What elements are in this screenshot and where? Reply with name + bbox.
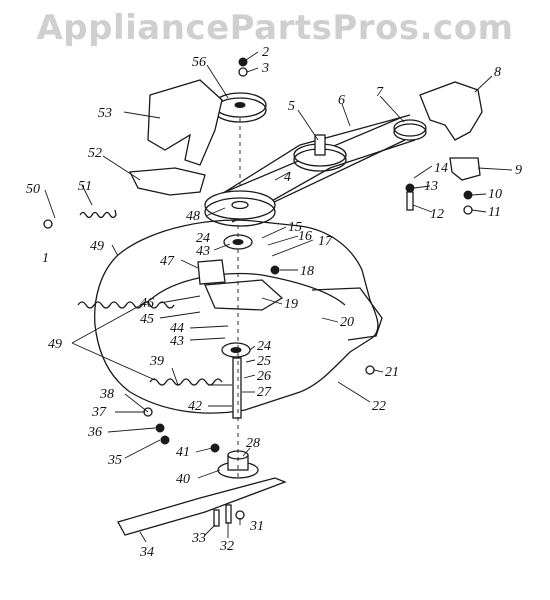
washer-31: [235, 510, 245, 520]
callout-16: 16: [298, 229, 312, 244]
callout-labels: 2 3 56 53 5 6 7 8 9 52 51 50 14 13 12 10…: [26, 45, 522, 560]
callout-55: 56: [192, 55, 206, 70]
callout-43-lower: 43: [170, 334, 184, 349]
deck-inner-rim: [149, 272, 346, 306]
pulley-5: [293, 134, 347, 172]
callout-45: 45: [140, 312, 154, 327]
callout-50: 49: [90, 239, 104, 254]
spring-49-upper: [77, 301, 175, 309]
nut-41: [210, 443, 220, 453]
nut-2: [238, 57, 248, 67]
callout-38: 38: [99, 387, 114, 402]
deck-housing: [94, 219, 379, 414]
callout-24-upper: 24: [196, 231, 210, 246]
nut-13: [405, 183, 415, 193]
pulley-48: [204, 190, 276, 227]
bracket-47: [197, 259, 226, 285]
callout-21: 21: [385, 365, 399, 380]
bearing-24-lower: [221, 342, 251, 358]
nut-35: [160, 435, 170, 445]
callout-11: 11: [488, 205, 501, 220]
callout-47: 47: [160, 254, 175, 269]
nut-10: [463, 190, 473, 200]
callout-51: 50: [26, 182, 40, 197]
washer-11: [463, 205, 473, 215]
callout-10: 10: [488, 187, 502, 202]
callout-53: 52: [88, 146, 102, 161]
callout-22: 22: [372, 399, 386, 414]
bracket-53: [128, 167, 206, 196]
callout-5: 5: [288, 99, 295, 114]
callout-7: 7: [376, 85, 384, 100]
pulley-7: [393, 119, 427, 141]
callout-49: 49: [48, 337, 62, 352]
bracket-8: [419, 81, 483, 141]
callout-31: 31: [249, 519, 264, 534]
callout-1: 1: [42, 251, 49, 266]
bracket-54: [147, 79, 223, 166]
callout-54: 53: [98, 106, 112, 121]
plate-19: [204, 279, 284, 311]
blade-34: [117, 477, 287, 536]
callout-40: 40: [176, 472, 190, 487]
washer-3: [238, 67, 248, 77]
callout-13: 13: [424, 179, 438, 194]
callout-24-lower: 24: [257, 339, 271, 354]
callout-19: 19: [284, 297, 298, 312]
callout-4: 4: [284, 170, 291, 185]
spindle-shaft: [232, 357, 242, 419]
callout-28: 28: [246, 436, 260, 451]
spindle-housing-28: [217, 450, 259, 479]
leader-lines: [44, 51, 513, 543]
pulley-55: [213, 92, 267, 123]
callout-46: 46: [140, 296, 154, 311]
deck-side-wall: [311, 287, 383, 341]
callout-34: 34: [139, 545, 154, 560]
nut-18: [270, 265, 280, 275]
callout-44: 44: [170, 321, 184, 336]
callout-8: 8: [494, 65, 501, 80]
center-axis: [237, 118, 241, 480]
callout-42: 42: [188, 399, 202, 414]
spring-52: [79, 209, 117, 219]
callout-14: 14: [434, 161, 448, 176]
callout-52: 51: [78, 179, 92, 194]
callout-12: 12: [430, 207, 444, 222]
callout-2: 2: [262, 45, 269, 60]
callout-39: 39: [149, 354, 164, 369]
callout-41: 41: [176, 445, 190, 460]
callout-20: 20: [340, 315, 354, 330]
nut-36: [155, 423, 165, 433]
callout-32: 32: [219, 539, 234, 554]
callout-37: 37: [91, 405, 107, 420]
callout-15: 15: [288, 220, 302, 235]
callout-43-upper: 43: [196, 244, 210, 259]
callout-17: 17: [318, 234, 333, 249]
callout-35: 35: [107, 453, 122, 468]
callout-9: 9: [515, 163, 522, 178]
callout-18: 18: [300, 264, 314, 279]
callout-36: 36: [87, 425, 102, 440]
callout-3: 3: [261, 61, 269, 76]
pin-1: [43, 219, 53, 229]
callout-6: 6: [338, 93, 345, 108]
bolt-33: [213, 509, 220, 527]
callout-33: 33: [191, 531, 206, 546]
bolt-21: [365, 365, 375, 375]
bolt-32: [225, 504, 232, 524]
callout-48: 48: [186, 209, 200, 224]
bolt-12: [406, 191, 414, 211]
watermark: AppliancePartsPros.com: [36, 8, 514, 48]
callout-27: 27: [257, 385, 272, 400]
spring-49-lower: [149, 378, 223, 386]
callout-25: 25: [257, 354, 271, 369]
bracket-9: [449, 157, 481, 181]
callout-26: 26: [257, 369, 271, 384]
